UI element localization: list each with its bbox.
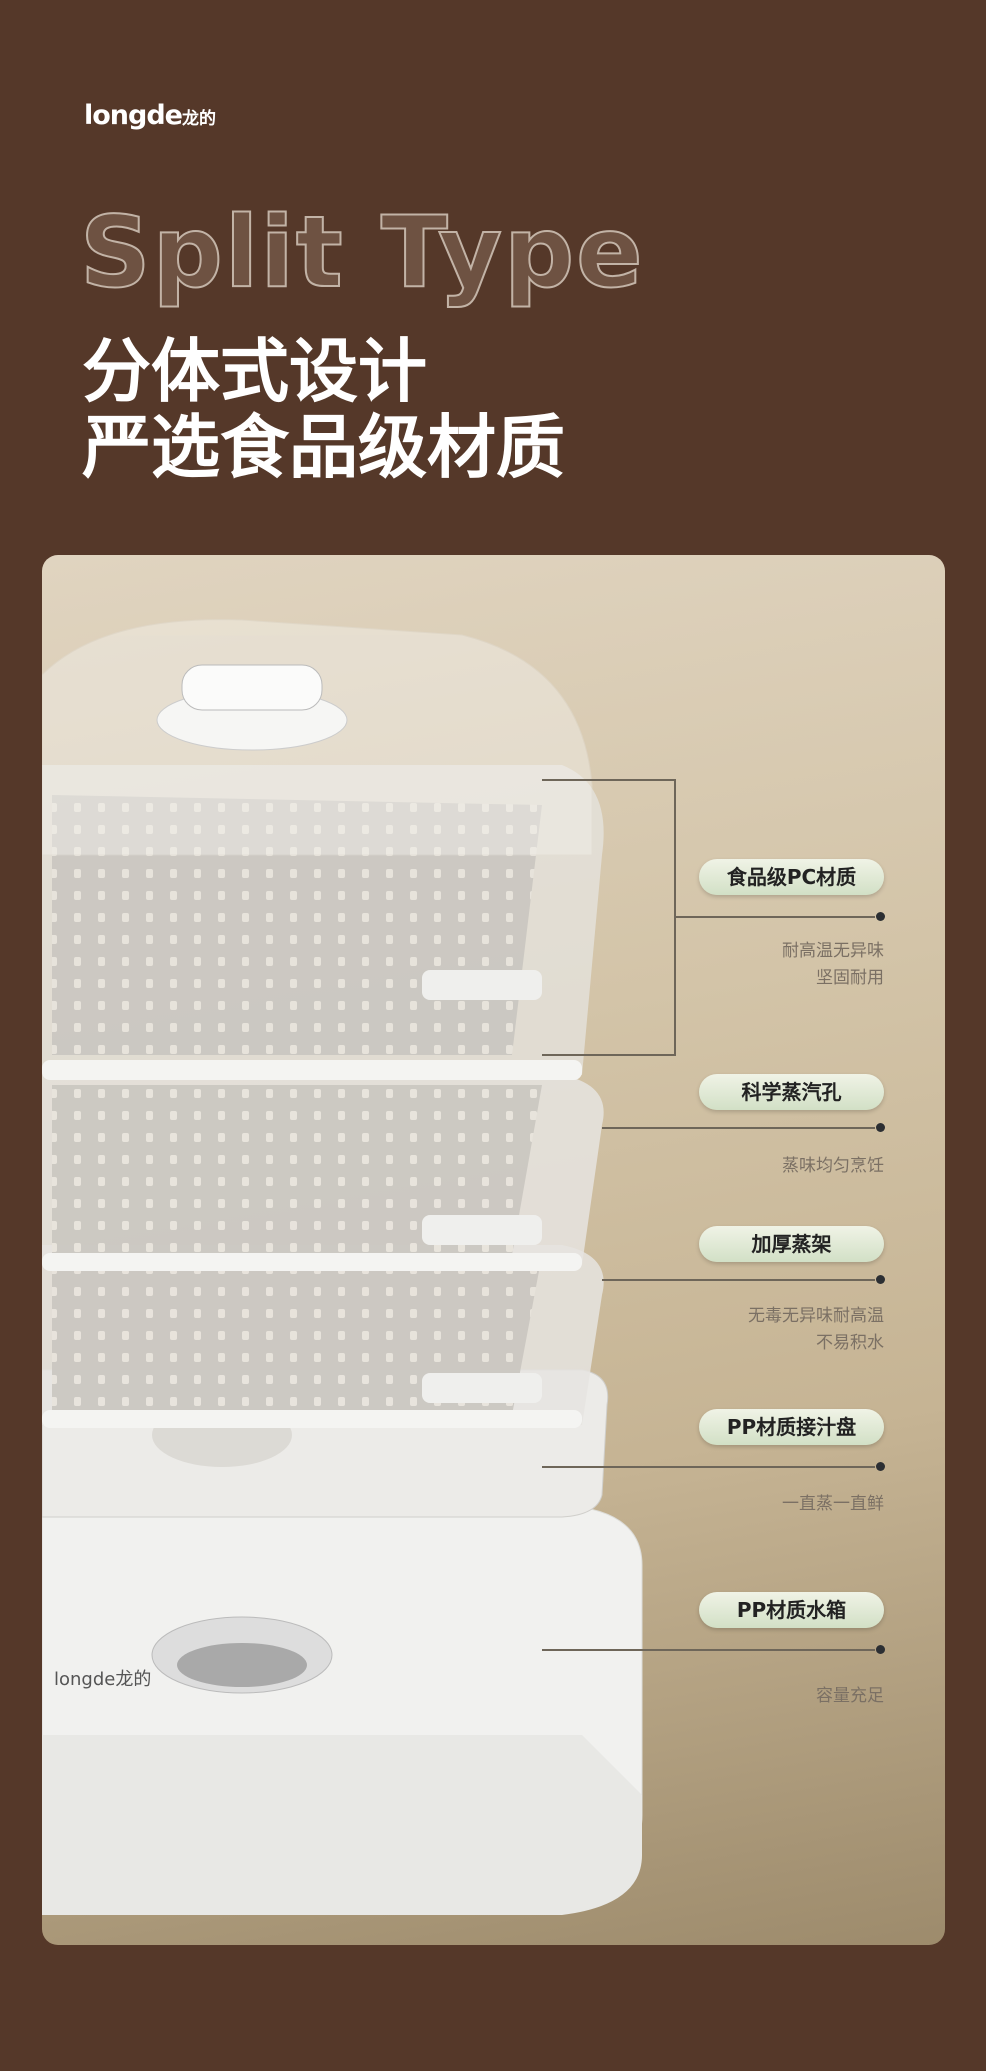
feature-label-thick-rack: 加厚蒸架 [699,1226,884,1262]
desc-line: 不易积水 [816,1333,884,1353]
desc-line: 蒸味均匀烹饪 [782,1156,884,1176]
feature-desc: 耐高温无异味坚固耐用 [782,938,884,992]
product-panel: longde龙的 食品级PC材质 耐高温无异味坚固耐用 科学蒸汽孔 蒸味均匀烹饪… [42,555,945,1945]
callout-dot [876,1462,885,1471]
feature-desc: 无毒无异味耐高温不易积水 [748,1303,884,1357]
desc-line: 一直蒸一直鲜 [782,1494,884,1514]
callout-line [542,1466,875,1468]
callout-dot [876,1123,885,1132]
desc-line: 坚固耐用 [816,968,884,988]
callout-line [675,916,875,918]
brand-logo: longde龙的 [84,100,216,131]
title-line-1: 分体式设计 [82,332,427,412]
callout-dot [876,1275,885,1284]
callout-dot [876,1645,885,1654]
body-logo: longde龙的 [54,1669,151,1690]
logo-text: longde [84,100,183,131]
callout-line [602,1127,875,1129]
page-title: 分体式设计 严选食品级材质 [82,334,565,486]
logo-cn: 龙的 [182,109,216,129]
callout-line [602,1279,875,1281]
title-line-2: 严选食品级材质 [82,408,565,488]
desc-line: 耐高温无异味 [782,941,884,961]
feature-label-pc-material: 食品级PC材质 [699,859,884,895]
feature-desc: 一直蒸一直鲜 [782,1491,884,1518]
callout-line [542,1649,875,1651]
feature-desc: 蒸味均匀烹饪 [782,1153,884,1180]
desc-line: 容量充足 [816,1686,884,1706]
steamer-illustration: longde龙的 [42,619,676,1915]
callout-dot [876,912,885,921]
feature-desc: 容量充足 [816,1683,884,1710]
english-title: Split Type [79,195,645,311]
feature-label-drip-tray: PP材质接汁盘 [699,1409,884,1445]
feature-label-steam-holes: 科学蒸汽孔 [699,1074,884,1110]
feature-label-water-tank: PP材质水箱 [699,1592,884,1628]
desc-line: 无毒无异味耐高温 [748,1306,884,1326]
